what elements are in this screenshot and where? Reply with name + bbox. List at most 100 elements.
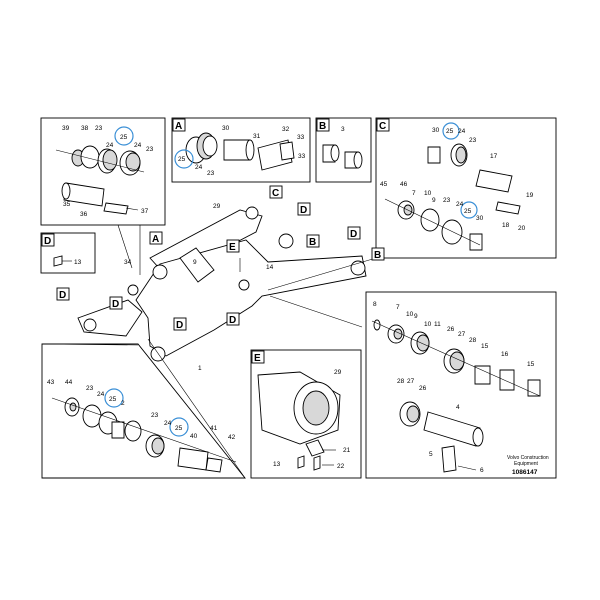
label-39: 39	[62, 125, 70, 132]
label-24: 24	[458, 128, 466, 135]
label-33: 33	[297, 134, 305, 141]
highlight-circle	[174, 149, 194, 169]
detail-panel-E: E 29 21 13 22	[250, 349, 362, 479]
label-23: 23	[443, 197, 451, 204]
drawing-number: 1086147	[512, 469, 538, 476]
bushing	[427, 146, 441, 164]
pivot-bore	[238, 279, 250, 291]
label-43: 43	[47, 379, 55, 386]
bolt	[373, 319, 381, 331]
bushing-inner	[449, 351, 465, 371]
callout-box-A	[172, 118, 186, 132]
pivot-bore	[245, 206, 259, 220]
highlight-circle	[442, 122, 460, 140]
pin-end	[472, 427, 484, 447]
bore-hole	[302, 390, 330, 426]
label-24: 24	[106, 142, 114, 149]
lock-plate	[441, 445, 457, 473]
label-29: 29	[334, 369, 342, 376]
seal-ring	[420, 208, 440, 232]
label-3: 3	[341, 126, 345, 133]
label-41: 41	[210, 425, 218, 432]
pivot-bore	[278, 233, 294, 249]
label-14: 14	[266, 264, 274, 271]
label-20: 20	[518, 225, 526, 232]
label-24: 24	[195, 164, 203, 171]
bushing	[111, 421, 125, 439]
label-21: 21	[343, 447, 351, 454]
pivot-bore	[150, 346, 166, 362]
callout-letter-A: A	[175, 121, 182, 132]
detail-frame-top-left	[40, 117, 166, 226]
label-23: 23	[469, 137, 477, 144]
pin-shaft	[423, 411, 481, 447]
label-15: 15	[481, 343, 489, 350]
company-name: Volvo Construction	[507, 455, 549, 461]
callout-box-C	[269, 185, 283, 199]
label-25: 25	[446, 128, 454, 135]
label-36: 36	[80, 211, 88, 218]
callout-box-D	[56, 287, 70, 301]
pin-end	[61, 182, 71, 200]
label-7: 7	[412, 190, 416, 197]
label-28: 28	[469, 337, 477, 344]
lock-plate	[205, 457, 223, 473]
callout-box-D	[226, 312, 240, 326]
bolt	[313, 455, 321, 471]
highlight-circle	[460, 201, 478, 219]
label-18: 18	[502, 222, 510, 229]
callout-letter-D: D	[229, 315, 236, 326]
split-bushing	[499, 369, 515, 391]
callout-box-B	[371, 247, 385, 261]
label-24: 24	[164, 420, 172, 427]
pointer-line	[117, 224, 133, 269]
label-27: 27	[458, 331, 466, 338]
label-24: 24	[134, 142, 142, 149]
bolt	[125, 207, 139, 211]
detail-panel-B: B 3	[315, 117, 372, 183]
label-46: 46	[400, 181, 408, 188]
leader-line	[55, 149, 145, 173]
label-42: 42	[228, 434, 236, 441]
label-1: 1	[198, 365, 202, 372]
detail-frame-E	[250, 349, 362, 479]
bushing-inner	[202, 135, 218, 157]
label-25: 25	[178, 156, 186, 163]
label-25: 25	[464, 208, 472, 215]
label-13: 13	[273, 461, 281, 468]
bushing-inner	[455, 146, 467, 164]
label-26: 26	[447, 326, 455, 333]
detail-frame-bottom-right	[365, 291, 557, 479]
detail-frame-B	[315, 117, 372, 183]
callout-letter-D: D	[44, 236, 51, 247]
detail-panel-bottom-left: 43 44 23 24 25 2 23 24 25 40 41 42	[41, 343, 246, 479]
callout-box-C	[376, 118, 390, 132]
label-5: 5	[429, 451, 433, 458]
link-bracket	[179, 247, 215, 283]
label-23: 23	[207, 170, 215, 177]
company-name-line2: Equipment	[514, 461, 539, 467]
callout-letter-E: E	[254, 353, 261, 364]
callout-letter-B: B	[374, 250, 381, 261]
label-33: 33	[298, 153, 306, 160]
label-30: 30	[432, 127, 440, 134]
callout-letter-D: D	[112, 299, 119, 310]
grease-nipple	[53, 255, 63, 267]
pivot-bore	[83, 318, 97, 332]
callout-box-B	[306, 234, 320, 248]
callout-letter-C: C	[272, 188, 279, 199]
callout-letter-C: C	[379, 121, 386, 132]
bushing	[441, 219, 463, 245]
label-45: 45	[380, 181, 388, 188]
label-31: 31	[253, 133, 261, 140]
label-9: 9	[193, 259, 197, 266]
label-30: 30	[476, 215, 484, 222]
bushing	[469, 233, 483, 251]
label-9: 9	[432, 197, 436, 204]
callout-box-D	[297, 202, 311, 216]
bushing-end	[353, 151, 363, 169]
pointer-line	[269, 295, 363, 328]
label-10: 10	[424, 321, 432, 328]
seal-inner	[406, 405, 420, 423]
